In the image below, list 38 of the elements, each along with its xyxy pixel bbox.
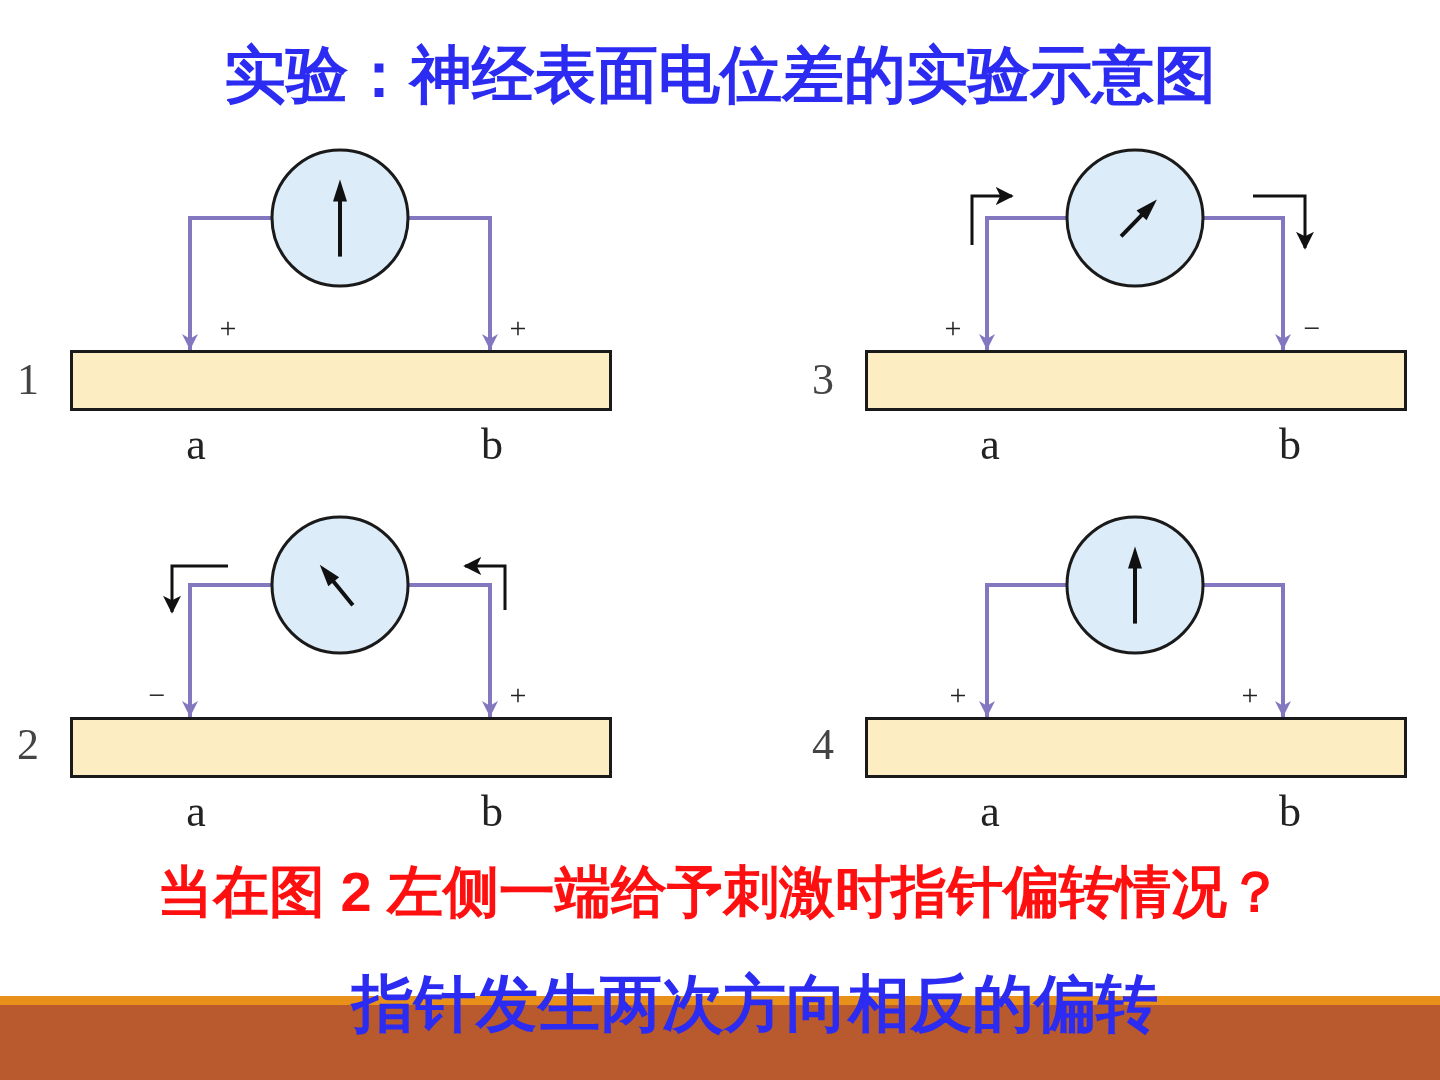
polarity-sign: + xyxy=(944,313,962,343)
polarity-sign: + xyxy=(1241,680,1259,710)
wire-arrow xyxy=(979,216,1067,350)
polarity-sign: + xyxy=(219,313,237,343)
question-text: 当在图 2 左侧一端给予刺激时指针偏转情况？ xyxy=(156,864,1284,920)
wire-arrow xyxy=(408,583,498,717)
point-label: b xyxy=(1279,790,1301,834)
polarity-sign: + xyxy=(509,313,527,343)
point-label: b xyxy=(481,790,503,834)
nerve-fiber xyxy=(70,350,612,411)
point-label: a xyxy=(980,790,1000,834)
point-label: b xyxy=(1279,423,1301,467)
nerve-fiber xyxy=(865,717,1407,778)
panel-number: 3 xyxy=(812,358,834,402)
wire-arrow xyxy=(408,216,498,350)
point-label: a xyxy=(186,423,206,467)
wire-arrow xyxy=(182,216,272,350)
galvanometer xyxy=(1065,148,1205,288)
point-label: a xyxy=(980,423,1000,467)
galvanometer xyxy=(270,515,410,655)
panel-number: 4 xyxy=(812,723,834,767)
nerve-fiber xyxy=(70,717,612,778)
wire-arrow xyxy=(182,583,272,717)
galvanometer xyxy=(270,148,410,288)
panel-number: 1 xyxy=(17,358,39,402)
polarity-sign: + xyxy=(949,680,967,710)
point-label: b xyxy=(481,423,503,467)
title: 实验：神经表面电位差的实验示意图 xyxy=(223,44,1217,106)
polarity-sign: − xyxy=(1303,313,1321,343)
galvanometer xyxy=(1065,515,1205,655)
panel-number: 2 xyxy=(17,723,39,767)
wire-arrow xyxy=(1203,583,1291,717)
nerve-fiber xyxy=(865,350,1407,411)
polarity-sign: + xyxy=(509,680,527,710)
wire-arrow xyxy=(1203,216,1291,350)
wire-arrow xyxy=(979,583,1067,717)
polarity-sign: − xyxy=(148,680,166,710)
point-label: a xyxy=(186,790,206,834)
